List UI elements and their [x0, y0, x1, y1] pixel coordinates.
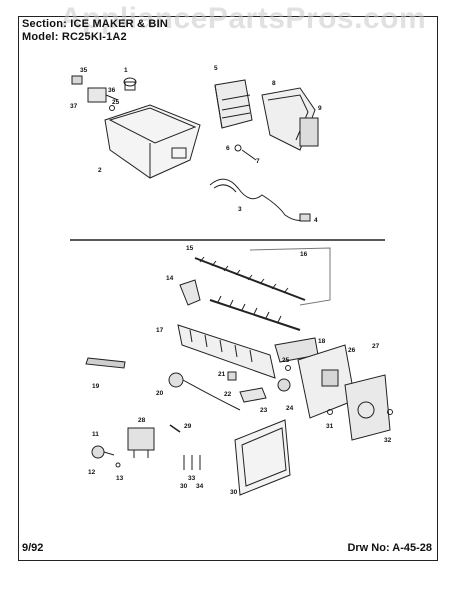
part-32-screw — [387, 409, 393, 415]
callout-13: 13 — [116, 475, 124, 482]
callout-27: 27 — [372, 343, 380, 350]
section-title: Section: ICE MAKER & BIN — [22, 18, 168, 30]
callout-2: 2 — [98, 167, 102, 174]
model-title: Model: RC25KI-1A2 — [22, 31, 127, 43]
part-26-control-housing — [297, 344, 356, 419]
callout-30-small: 30 — [180, 483, 188, 490]
part-35-37-motor — [71, 75, 119, 111]
callout-23: 23 — [260, 407, 268, 414]
callout-6: 6 — [226, 145, 230, 152]
part-13-screw — [115, 462, 121, 468]
callout-33: 33 — [188, 475, 196, 482]
drawing-frame — [18, 16, 438, 561]
part-7-pin — [241, 149, 257, 161]
part-14-arm — [179, 279, 201, 306]
callout-22: 22 — [224, 391, 232, 398]
part-4-plug — [299, 213, 311, 222]
callout-25-lower: 25 — [282, 357, 290, 364]
part-5-housing — [214, 79, 253, 129]
part-30-cover — [234, 419, 291, 496]
callout-14: 14 — [166, 275, 174, 282]
part-2-ice-bin — [104, 104, 201, 179]
callout-8: 8 — [272, 80, 276, 87]
drawing-number: Drw No: A-45-28 — [347, 542, 432, 554]
callout-29: 29 — [184, 423, 192, 430]
callout-26: 26 — [348, 347, 356, 354]
callout-3: 3 — [238, 206, 242, 213]
part-21-clip — [227, 371, 237, 381]
callout-7: 7 — [256, 158, 260, 165]
callout-17: 17 — [156, 327, 164, 334]
part-6-screw — [234, 144, 242, 152]
callout-30-cover: 30 — [230, 489, 238, 496]
callout-25-upper: 25 — [112, 99, 120, 106]
callout-18: 18 — [318, 338, 326, 345]
callout-12: 12 — [88, 469, 96, 476]
part-19-strip — [85, 357, 126, 369]
callout-19: 19 — [92, 383, 100, 390]
watermark: AppliancePartsPros.com — [60, 2, 427, 35]
part-ejector-rake — [209, 295, 301, 331]
callout-34: 34 — [196, 483, 204, 490]
callout-11: 11 — [92, 431, 99, 438]
part-9-flap — [299, 117, 319, 147]
callout-35: 35 — [80, 67, 88, 74]
callout-1: 1 — [124, 67, 128, 74]
parts-33-34-screws — [183, 455, 201, 470]
callout-36: 36 — [108, 87, 116, 94]
callout-20: 20 — [156, 390, 164, 397]
part-3-wire-harness — [209, 178, 304, 221]
callout-37: 37 — [70, 103, 78, 110]
date-label: 9/92 — [22, 542, 44, 554]
callout-5: 5 — [214, 65, 218, 72]
callout-9: 9 — [318, 105, 322, 112]
part-29-pin — [169, 424, 181, 433]
callout-15: 15 — [186, 245, 194, 252]
part-23-bracket — [239, 387, 267, 403]
part-20-thermostat — [168, 372, 241, 411]
part-1-knob — [123, 77, 137, 91]
callout-16: 16 — [300, 251, 308, 258]
part-31-screw — [327, 409, 333, 415]
callout-31: 31 — [326, 423, 334, 430]
callout-32: 32 — [384, 437, 392, 444]
part-24-gear — [277, 378, 291, 392]
callout-21: 21 — [218, 371, 226, 378]
part-15-ejector — [194, 256, 306, 301]
part-11-water-valve — [91, 445, 115, 459]
part-17-mold — [177, 324, 276, 379]
part-16-cover — [249, 247, 331, 306]
callout-4: 4 — [314, 217, 318, 224]
part-25-screw — [285, 365, 291, 371]
callout-28: 28 — [138, 417, 146, 424]
part-28-switch — [127, 427, 155, 458]
part-27-module — [344, 374, 391, 441]
callout-24: 24 — [286, 405, 294, 412]
